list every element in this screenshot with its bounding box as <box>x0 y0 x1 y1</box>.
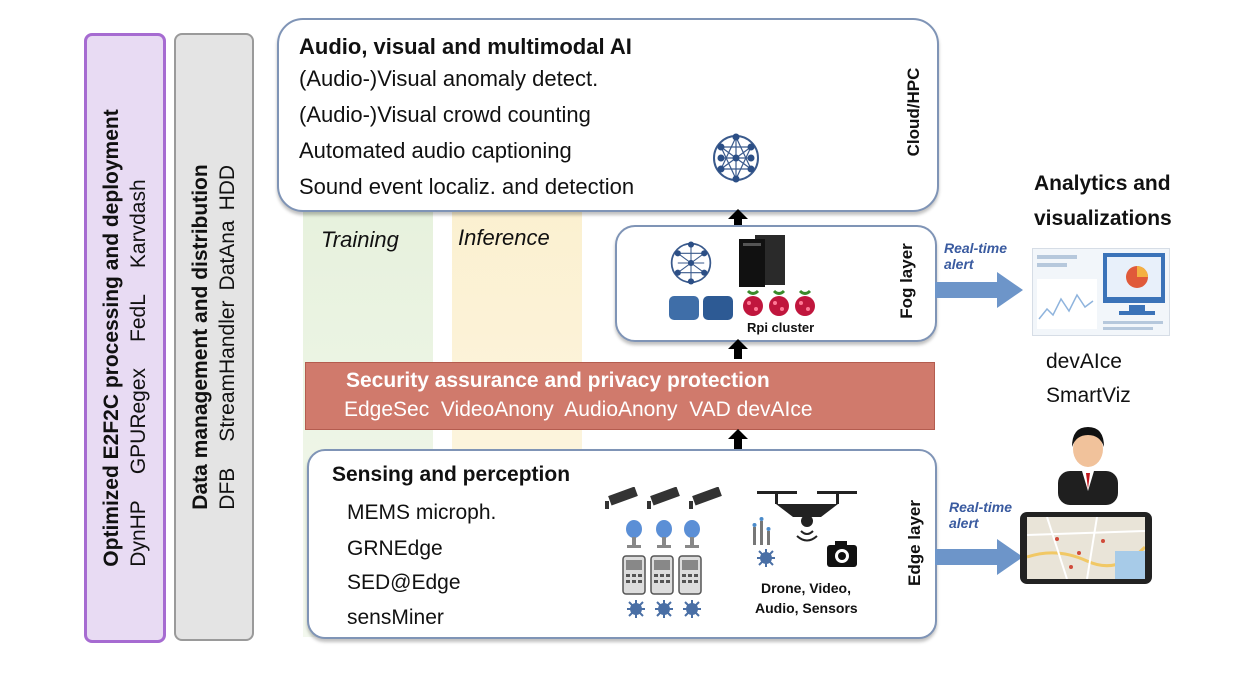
cloud-item: Automated audio captioning <box>299 138 572 163</box>
drone-icon <box>757 491 857 542</box>
analytics-tool-devaice: devAIce <box>1046 350 1122 373</box>
drone-label-line1: Drone, Video, <box>761 580 851 596</box>
server-icon <box>739 235 785 287</box>
tool-karvdash: Karvdash <box>127 179 150 269</box>
chip-icon <box>627 600 645 618</box>
arrow-edge-to-security-head <box>728 429 748 439</box>
inference-label: Inference <box>458 225 550 250</box>
microphone-icon <box>656 520 672 548</box>
user-avatar-icon <box>1058 427 1118 505</box>
chip-icon <box>683 600 701 618</box>
chip-icon <box>757 549 775 567</box>
arrow-security-to-fog <box>734 349 742 359</box>
fog-layer-label: Fog layer <box>897 243 916 319</box>
arrow-fog-to-cloud <box>734 219 742 229</box>
tablet-map <box>1020 512 1152 584</box>
cloud-hpc-box: Audio, visual and multimodal AI (Audio-)… <box>277 18 939 212</box>
security-tools: EdgeSec VideoAnony AudioAnony VAD devAIc… <box>344 398 813 421</box>
edge-item: SED@Edge <box>347 571 461 594</box>
edge-item: GRNEdge <box>347 537 443 560</box>
data-management-tools: DFB StreamHandler DatAna HDD <box>214 164 241 510</box>
drone-label-line2: Audio, Sensors <box>755 600 858 616</box>
tool-datana: DatAna <box>216 220 239 291</box>
sensor-device-icon <box>678 555 702 595</box>
arrow-edge-to-security <box>734 439 742 449</box>
tool-fedl: FedL <box>127 294 150 342</box>
arrow-fog-to-cloud-head <box>728 209 748 219</box>
map-icon <box>1027 517 1145 579</box>
analytics-title-line2: visualizations <box>1034 207 1172 230</box>
optimized-processing-bar: Optimized E2F2C processing and deploymen… <box>84 33 166 643</box>
signal-sensors-icon <box>752 517 771 545</box>
fog-alert-line1: Real-time <box>944 240 1008 256</box>
tool-dfb: DFB <box>216 467 239 510</box>
edge-alert-line2: alert <box>949 515 979 531</box>
data-management-title: Data management and distribution <box>189 164 212 510</box>
fog-alert-arrow <box>935 272 1023 308</box>
microphone-icon <box>626 520 642 548</box>
tool-dynhp: DynHP <box>127 500 150 567</box>
edge-alert-label: Real-time alert <box>949 499 1012 531</box>
edge-layer-box: Sensing and perception MEMS microph. GRN… <box>307 449 937 639</box>
fog-alert-label: Real-time alert <box>944 240 1007 272</box>
security-band: Security assurance and privacy protectio… <box>305 362 935 430</box>
edge-layer-label: Edge layer <box>905 500 924 586</box>
arrow-security-to-fog-head <box>728 339 748 349</box>
sensor-device-icon <box>650 555 674 595</box>
edge-item: sensMiner <box>347 606 444 629</box>
edge-alert-line1: Real-time <box>949 499 1013 515</box>
fog-layer-box: Rpi cluster Fog layer <box>615 225 937 342</box>
optimized-processing-tools: DynHP GPURegex FedL Karvdash <box>125 109 152 566</box>
sensor-device-icon <box>622 555 646 595</box>
microphone-icon <box>684 520 700 548</box>
raspberry-pi-icon <box>795 289 815 316</box>
data-management-content: Data management and distribution DFB Stre… <box>187 164 241 509</box>
dashboard-chart-icon <box>1037 253 1165 330</box>
optimized-processing-content: Optimized E2F2C processing and deploymen… <box>98 109 152 566</box>
raspberry-pi-icon <box>743 289 763 316</box>
cloud-title: Audio, visual and multimodal AI <box>299 34 632 59</box>
cloud-item: (Audio-)Visual anomaly detect. <box>299 66 599 91</box>
edge-alert-arrow <box>935 539 1023 575</box>
edge-title: Sensing and perception <box>332 463 571 486</box>
neural-network-icon <box>670 241 712 285</box>
optimized-processing-title: Optimized E2F2C processing and deploymen… <box>100 109 123 567</box>
rpi-cluster-label: Rpi cluster <box>747 320 815 335</box>
analytics-title-line1: Analytics and <box>1034 172 1171 195</box>
tool-hdd: HDD <box>216 164 239 211</box>
cloud-item: Sound event localiz. and detection <box>299 174 635 199</box>
dashboard-screenshot <box>1032 248 1170 336</box>
neural-network-icon <box>713 133 759 183</box>
fog-alert-line2: alert <box>944 256 974 272</box>
cctv-camera-icon <box>689 487 722 509</box>
edge-item: MEMS microph. <box>347 501 497 524</box>
tool-gpuregex: GPURegex <box>127 367 150 475</box>
cctv-camera-icon <box>605 487 638 509</box>
speaker-device-icon <box>669 296 699 320</box>
raspberry-pi-icon <box>769 289 789 316</box>
data-management-bar: Data management and distribution DFB Stre… <box>174 33 254 641</box>
training-label: Training <box>321 227 399 252</box>
router-device-icon <box>703 296 733 320</box>
cloud-layer-label: Cloud/HPC <box>904 67 923 157</box>
analytics-tool-smartviz: SmartViz <box>1046 384 1131 407</box>
chip-icon <box>655 600 673 618</box>
camera-icon <box>827 541 857 567</box>
tool-streamhandler: StreamHandler <box>216 300 239 442</box>
cloud-item: (Audio-)Visual crowd counting <box>299 102 591 127</box>
security-title: Security assurance and privacy protectio… <box>346 369 770 392</box>
cctv-camera-icon <box>647 487 680 509</box>
